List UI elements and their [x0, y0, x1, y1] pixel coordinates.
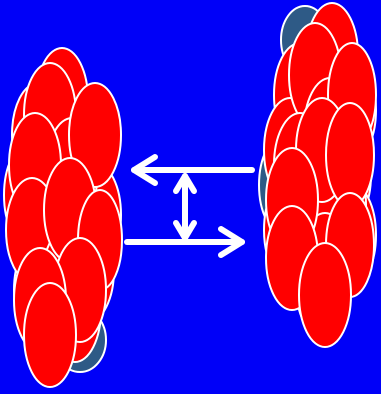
right-particle [326, 103, 374, 207]
left-particle [24, 283, 76, 387]
right-particle [299, 243, 351, 347]
left-cluster [4, 48, 122, 387]
